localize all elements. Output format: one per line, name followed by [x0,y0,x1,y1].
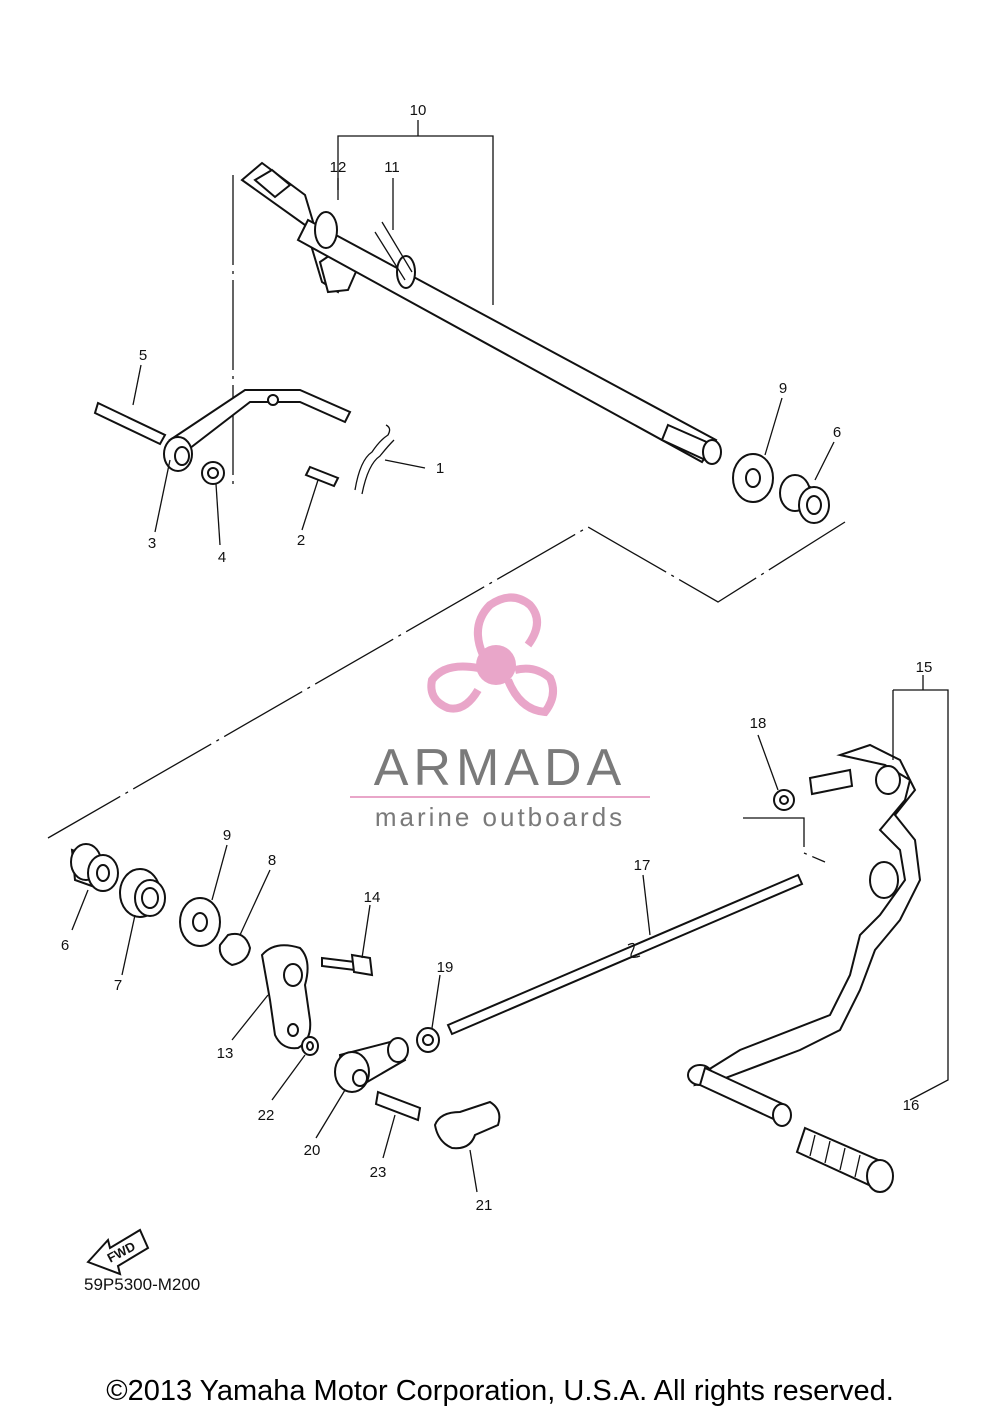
shift-arm-group [93,389,395,495]
callout-labels: 10 12 11 5 9 6 1 2 3 4 15 18 9 8 17 14 6… [61,102,933,1214]
callout-18: 18 [750,715,767,732]
callout-9-upper: 9 [779,380,787,397]
leader-lines [71,120,949,1193]
callout-2: 2 [297,532,305,549]
callout-16: 16 [903,1097,920,1114]
brand-name: ARMADA [374,739,626,797]
assembly-guide-lines [47,175,846,863]
callout-7: 7 [114,977,122,994]
callout-10: 10 [410,102,427,119]
copyright-notice: ©2013 Yamaha Motor Corporation, U.S.A. A… [106,1375,894,1407]
callout-9-lower: 9 [223,827,231,844]
upper-washer-and-collar [732,453,830,524]
callout-15: 15 [916,659,933,676]
callout-17: 17 [634,857,651,874]
callout-3: 3 [148,535,156,552]
armada-logo [427,593,558,717]
lower-middle-parts [301,873,804,1150]
callout-1: 1 [436,460,444,477]
callout-20: 20 [304,1142,321,1159]
shift-pedal-assembly [687,743,922,1193]
callout-6-lower: 6 [61,937,69,954]
callout-11: 11 [384,159,400,176]
callout-4: 4 [218,549,226,566]
shift-shaft-assembly [240,161,722,465]
callout-19: 19 [437,959,454,976]
callout-12: 12 [330,159,347,176]
fwd-arrow-icon: FWD [86,1228,150,1276]
callout-6-upper: 6 [833,424,841,441]
brand-divider [350,796,650,798]
callout-22: 22 [258,1107,275,1124]
callout-21: 21 [476,1197,493,1214]
callout-5: 5 [139,347,147,364]
callout-13: 13 [217,1045,234,1062]
brand-tagline: marine outboards [375,802,625,832]
diagram-code: 59P5300-M200 [84,1275,200,1294]
callout-23: 23 [370,1164,387,1181]
lower-left-parts [70,843,374,1050]
callout-14: 14 [364,889,381,906]
callout-8: 8 [268,852,276,869]
